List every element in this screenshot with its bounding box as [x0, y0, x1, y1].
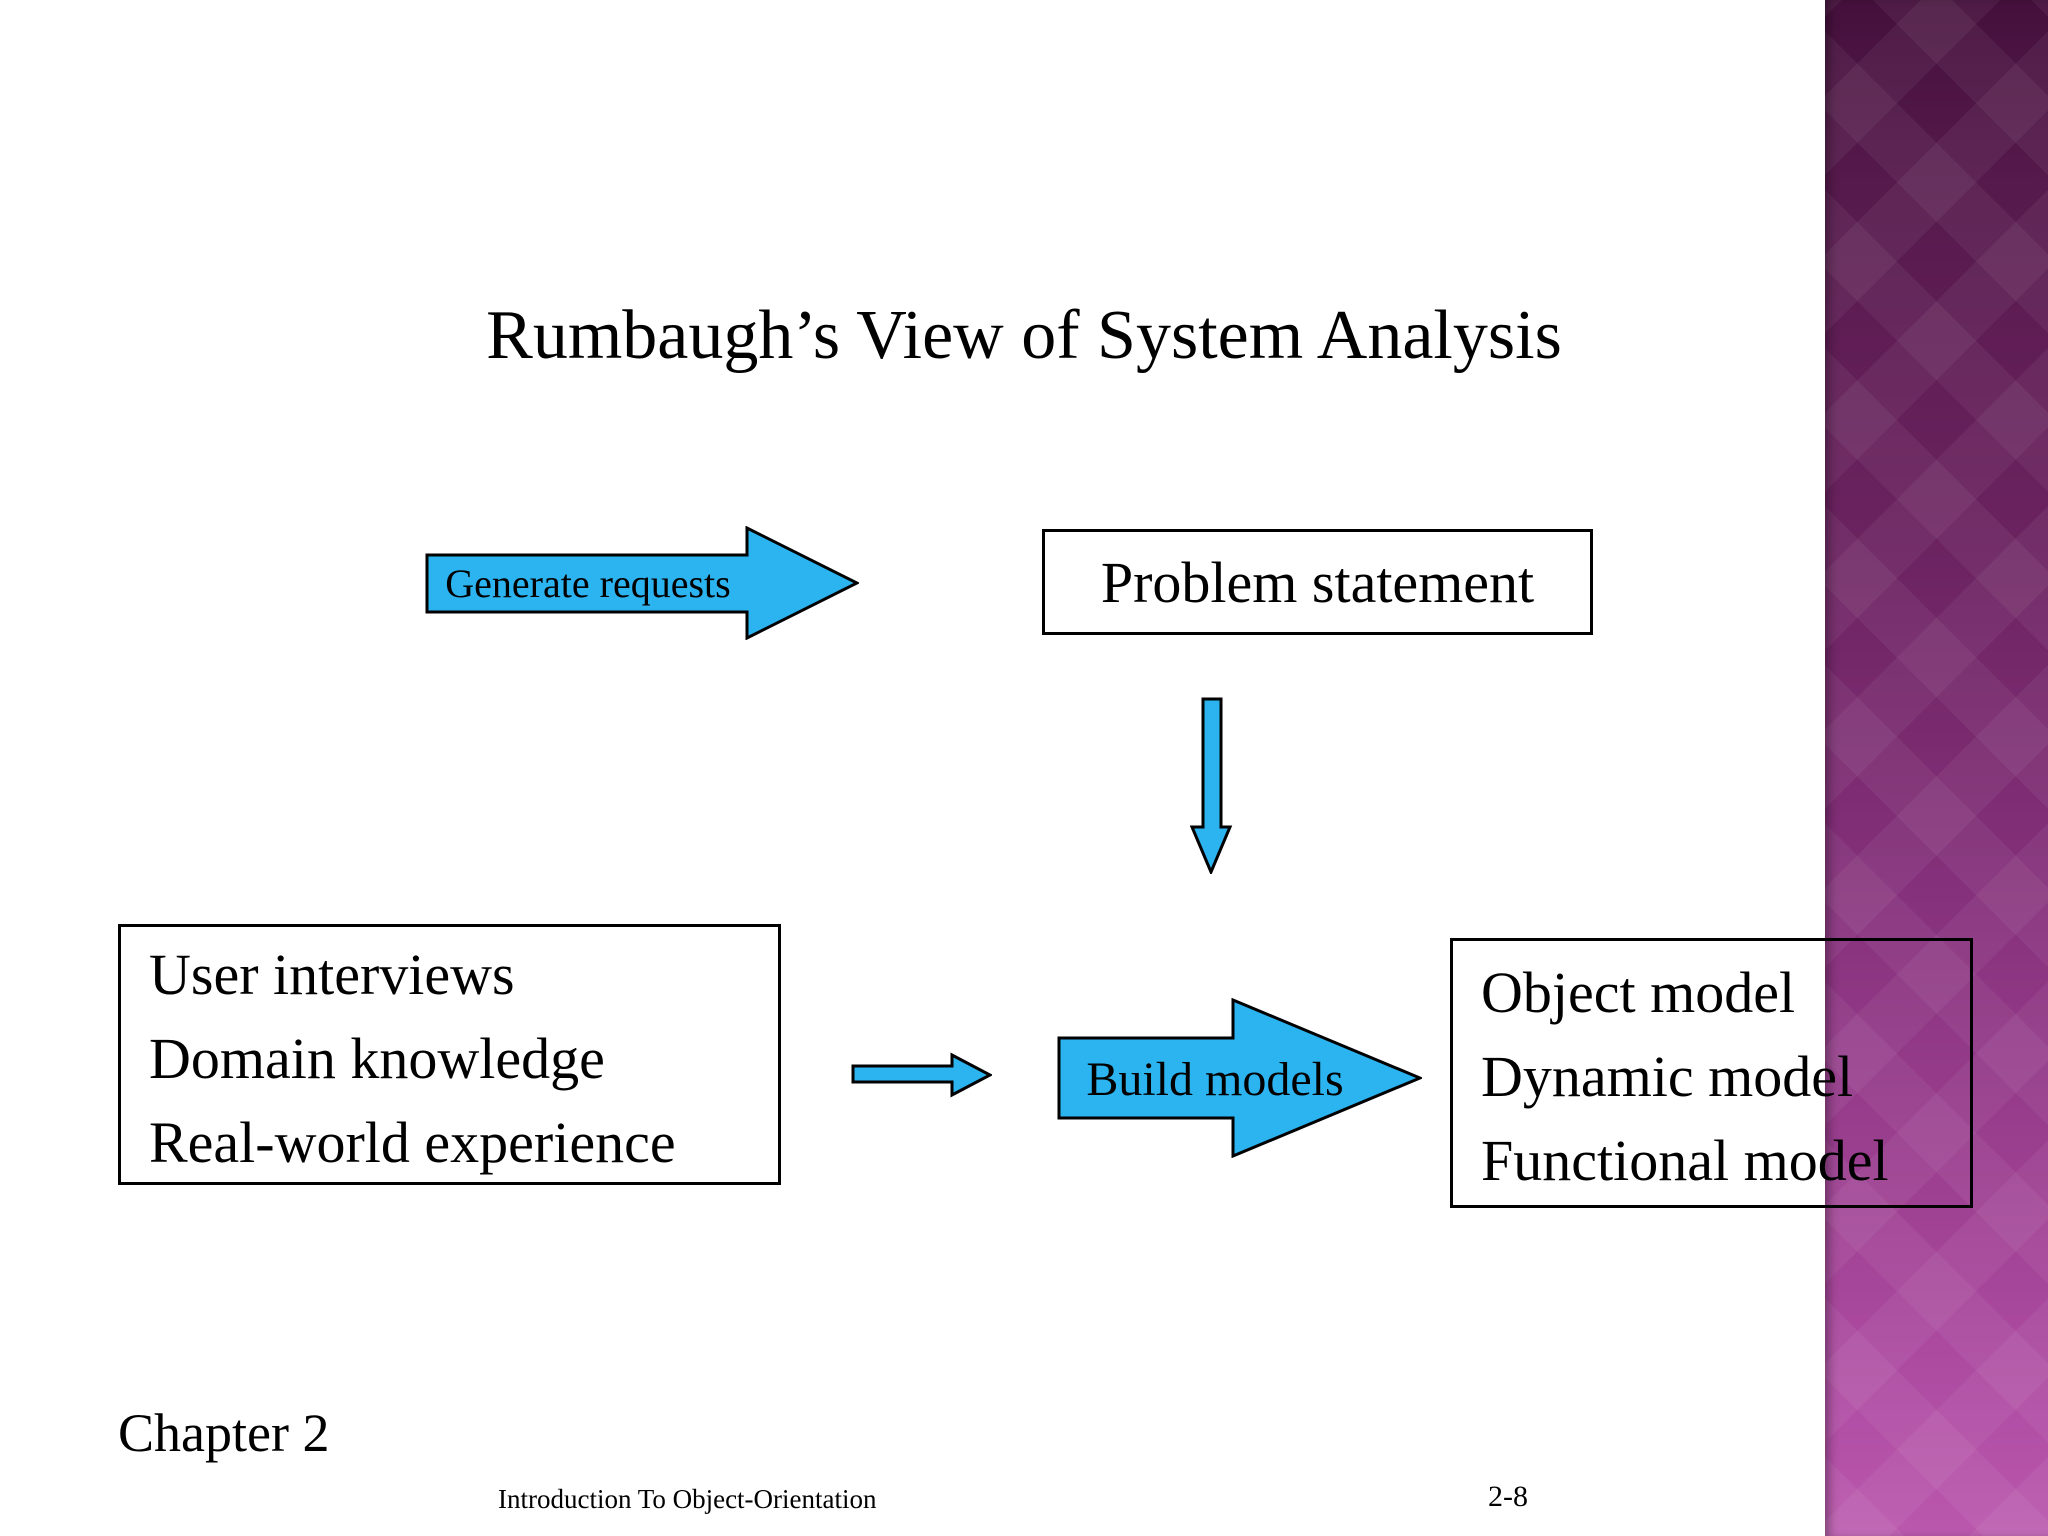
- connector-arrow-icon: [851, 1052, 992, 1098]
- generate-requests-arrow-icon: [425, 526, 859, 640]
- problem-statement-box: Problem statement: [1042, 529, 1593, 635]
- generate-requests-label: Generate requests: [445, 560, 731, 606]
- chapter-label: Chapter 2: [118, 1403, 330, 1463]
- build-models-label: Build models: [1086, 1052, 1344, 1106]
- arrow-shape: [1057, 998, 1422, 1158]
- arrow-shape: [425, 526, 859, 640]
- input-line-real-world-experience: Real-world experience: [149, 1110, 676, 1175]
- arrow-shape: [851, 1052, 992, 1098]
- problem-statement-text: Problem statement: [1100, 549, 1535, 615]
- page-number: 2-8: [1488, 1480, 1528, 1513]
- model-line-dynamic: Dynamic model: [1481, 1044, 1854, 1109]
- model-line-functional: Functional model: [1481, 1128, 1889, 1193]
- input-line-domain-knowledge: Domain knowledge: [149, 1026, 605, 1091]
- models-output-box: Object model Dynamic model Functional mo…: [1450, 938, 1973, 1208]
- build-models-arrow-icon: [1057, 998, 1422, 1158]
- page-title: Rumbaugh’s View of System Analysis: [486, 297, 1562, 374]
- analysis-inputs-box: User interviews Domain knowledge Real-wo…: [118, 924, 781, 1185]
- model-line-object: Object model: [1481, 960, 1796, 1025]
- down-arrow-icon: [1190, 697, 1233, 874]
- footer-course-title: Introduction To Object-Orientation: [498, 1484, 877, 1514]
- decorative-gradient-band: [1825, 0, 2048, 1536]
- arrow-shape: [1190, 697, 1233, 874]
- input-line-user-interviews: User interviews: [149, 942, 515, 1007]
